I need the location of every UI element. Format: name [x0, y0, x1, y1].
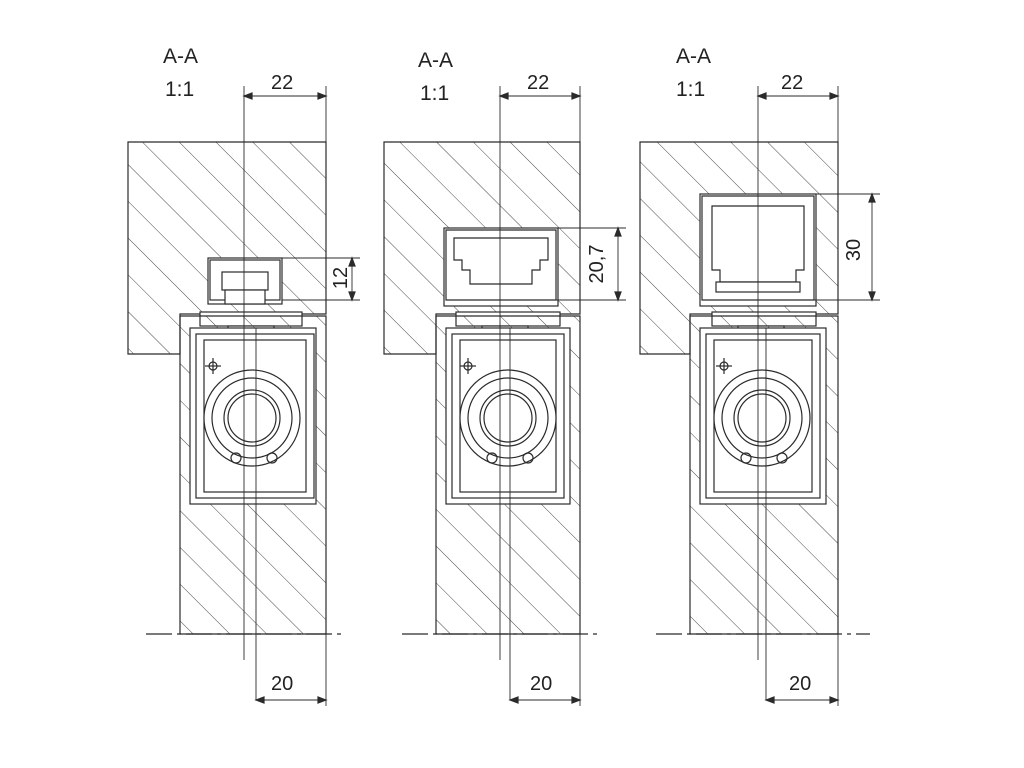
section-label-1: A-A	[163, 45, 199, 68]
section-label-2: A-A	[418, 49, 454, 72]
section-view-1	[127, 86, 360, 706]
roller-inner-1	[223, 389, 281, 447]
section-view-2	[383, 86, 626, 706]
side-dimension-1: 12	[330, 266, 352, 290]
scale-label-1: 1:1	[165, 78, 195, 101]
bottom-dimension-2: 20	[530, 673, 553, 695]
top-dimension-2: 22	[527, 72, 550, 94]
roller-inner-3	[733, 389, 791, 447]
side-dimension-3: 30	[843, 238, 865, 262]
section-label-3: A-A	[676, 45, 712, 68]
roller-outer-3	[713, 369, 811, 467]
section-view-3	[639, 86, 880, 706]
top-dimension-1: 22	[271, 72, 294, 94]
bottom-dimension-1: 20	[271, 673, 294, 695]
bottom-dimension-3: 20	[789, 673, 812, 695]
scale-label-2: 1:1	[420, 82, 450, 105]
roller-outer-1	[203, 369, 301, 467]
top-dimension-3: 22	[781, 72, 804, 94]
scale-label-3: 1:1	[676, 78, 706, 101]
rail-profile-2	[445, 229, 557, 301]
side-dimension-2: 20,7	[586, 244, 608, 284]
roller-inner-2	[479, 389, 537, 447]
roller-outer-2	[459, 369, 557, 467]
